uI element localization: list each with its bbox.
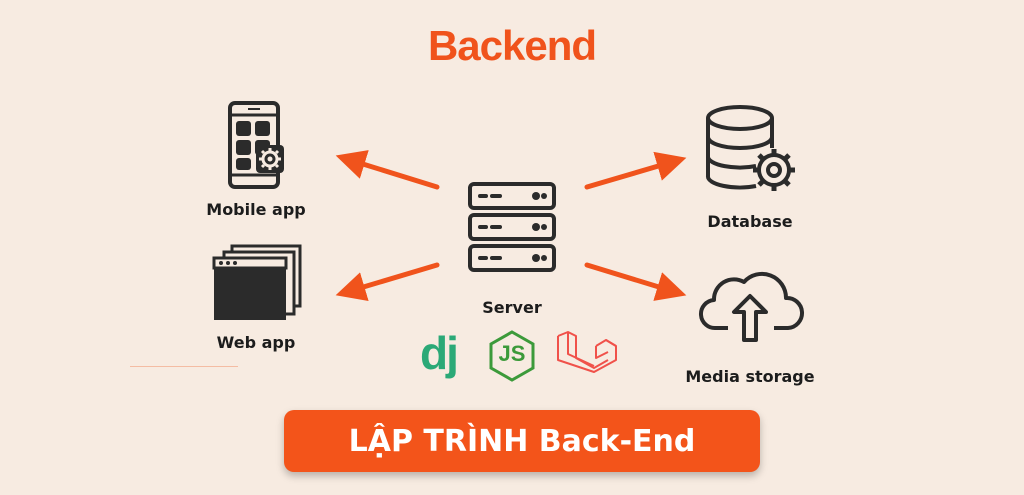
server-label: Server: [482, 298, 542, 317]
nodejs-logo: [489, 330, 535, 382]
laravel-logo: [557, 331, 617, 373]
diagram-title: Backend: [427, 22, 597, 69]
nodejs-logo-text: JS: [498, 341, 526, 366]
divider-line: [130, 366, 238, 367]
mobile-app-icon: [228, 101, 284, 189]
django-logo: dj: [420, 327, 459, 379]
mobile-app-label: Mobile app: [206, 200, 306, 219]
media-storage-icon: [698, 271, 805, 342]
arrow-to-mobile-app: [335, 150, 440, 190]
media-storage-label: Media storage: [685, 367, 815, 386]
arrow-to-web-app: [335, 262, 440, 302]
database-icon: [706, 105, 795, 191]
arrow-to-media-storage: [584, 262, 687, 301]
web-app-label: Web app: [216, 333, 296, 352]
database-label: Database: [707, 212, 793, 231]
web-app-icon: [212, 244, 302, 320]
arrow-to-database: [584, 151, 687, 190]
title-banner: LẬP TRÌNH Back-End: [284, 410, 760, 472]
server-icon: [468, 182, 556, 272]
